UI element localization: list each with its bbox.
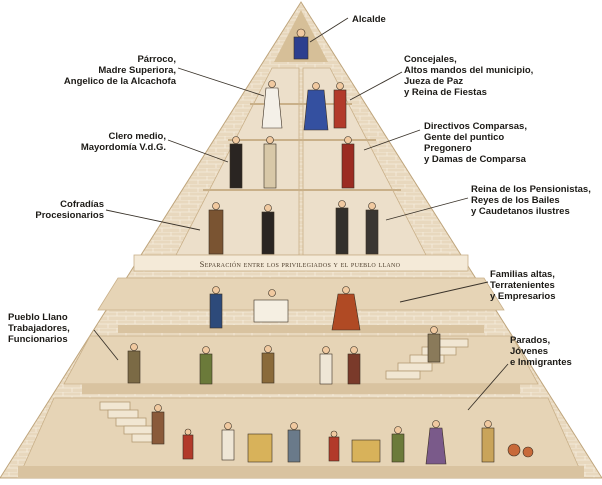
label-pueblo-line: Trabajadores, xyxy=(8,323,70,334)
label-alcalde-line: Alcalde xyxy=(352,14,386,25)
label-cofradias-line: Cofradías xyxy=(60,199,104,210)
label-parados-line: Jóvenes xyxy=(510,346,549,357)
label-reina-line: y Caudetanos ilustres xyxy=(471,206,570,217)
label-clero-line: Clero medio, xyxy=(108,131,166,142)
label-directivos-line: Directivos Comparsas, xyxy=(424,121,527,132)
label-reina-line: Reina de los Pensionistas, xyxy=(471,184,591,195)
label-concejales: Concejales,Altos mandos del municipio,Ju… xyxy=(404,54,533,98)
label-concejales-line: Jueza de Paz xyxy=(404,76,464,87)
figures xyxy=(127,28,534,465)
label-alcalde: Alcalde xyxy=(352,14,386,25)
label-familias-line: Terratenientes xyxy=(490,280,555,291)
label-pueblo-line: Funcionarios xyxy=(8,334,68,345)
label-parroco-line: Madre Superiora, xyxy=(98,65,176,76)
label-parados-line: Parados, xyxy=(510,335,551,346)
label-concejales-line: Concejales, xyxy=(404,54,457,65)
label-concejales-line: y Reina de Fiestas xyxy=(404,87,487,98)
label-parroco: Párroco,Madre Superiora,Angelico de la A… xyxy=(60,54,176,87)
label-reina-line: Reyes de los Bailes xyxy=(471,195,560,206)
label-directivos-line: y Damas de Comparsa xyxy=(424,154,526,165)
label-familias-line: Familias altas, xyxy=(490,269,555,280)
label-cofradias-line: Procesionarios xyxy=(35,210,104,221)
label-clero-line: Mayordomía V.d.G. xyxy=(80,142,166,153)
label-directivos-line: Pregonero xyxy=(424,143,472,154)
label-clero: Clero medio,Mayordomía V.d.G. xyxy=(50,131,166,153)
separator-text: Separación entre los privilegiados y el … xyxy=(199,259,401,269)
label-parroco-line: Angelico de la Alcachofa xyxy=(63,76,176,87)
label-parroco-line: Párroco, xyxy=(137,54,176,65)
label-concejales-line: Altos mandos del municipio, xyxy=(404,65,534,76)
label-directivos-line: Gente del puntico xyxy=(424,132,505,143)
stairs-left xyxy=(99,401,163,443)
label-pueblo-line: Pueblo Llano xyxy=(8,312,68,323)
label-familias-line: y Empresarios xyxy=(490,291,556,302)
label-reina: Reina de los Pensionistas,Reyes de los B… xyxy=(471,184,591,217)
tier-familias xyxy=(97,277,505,311)
leader-lines xyxy=(93,17,509,411)
separator-band xyxy=(133,254,469,272)
label-parados-line: e Inmigrantes xyxy=(510,357,572,368)
